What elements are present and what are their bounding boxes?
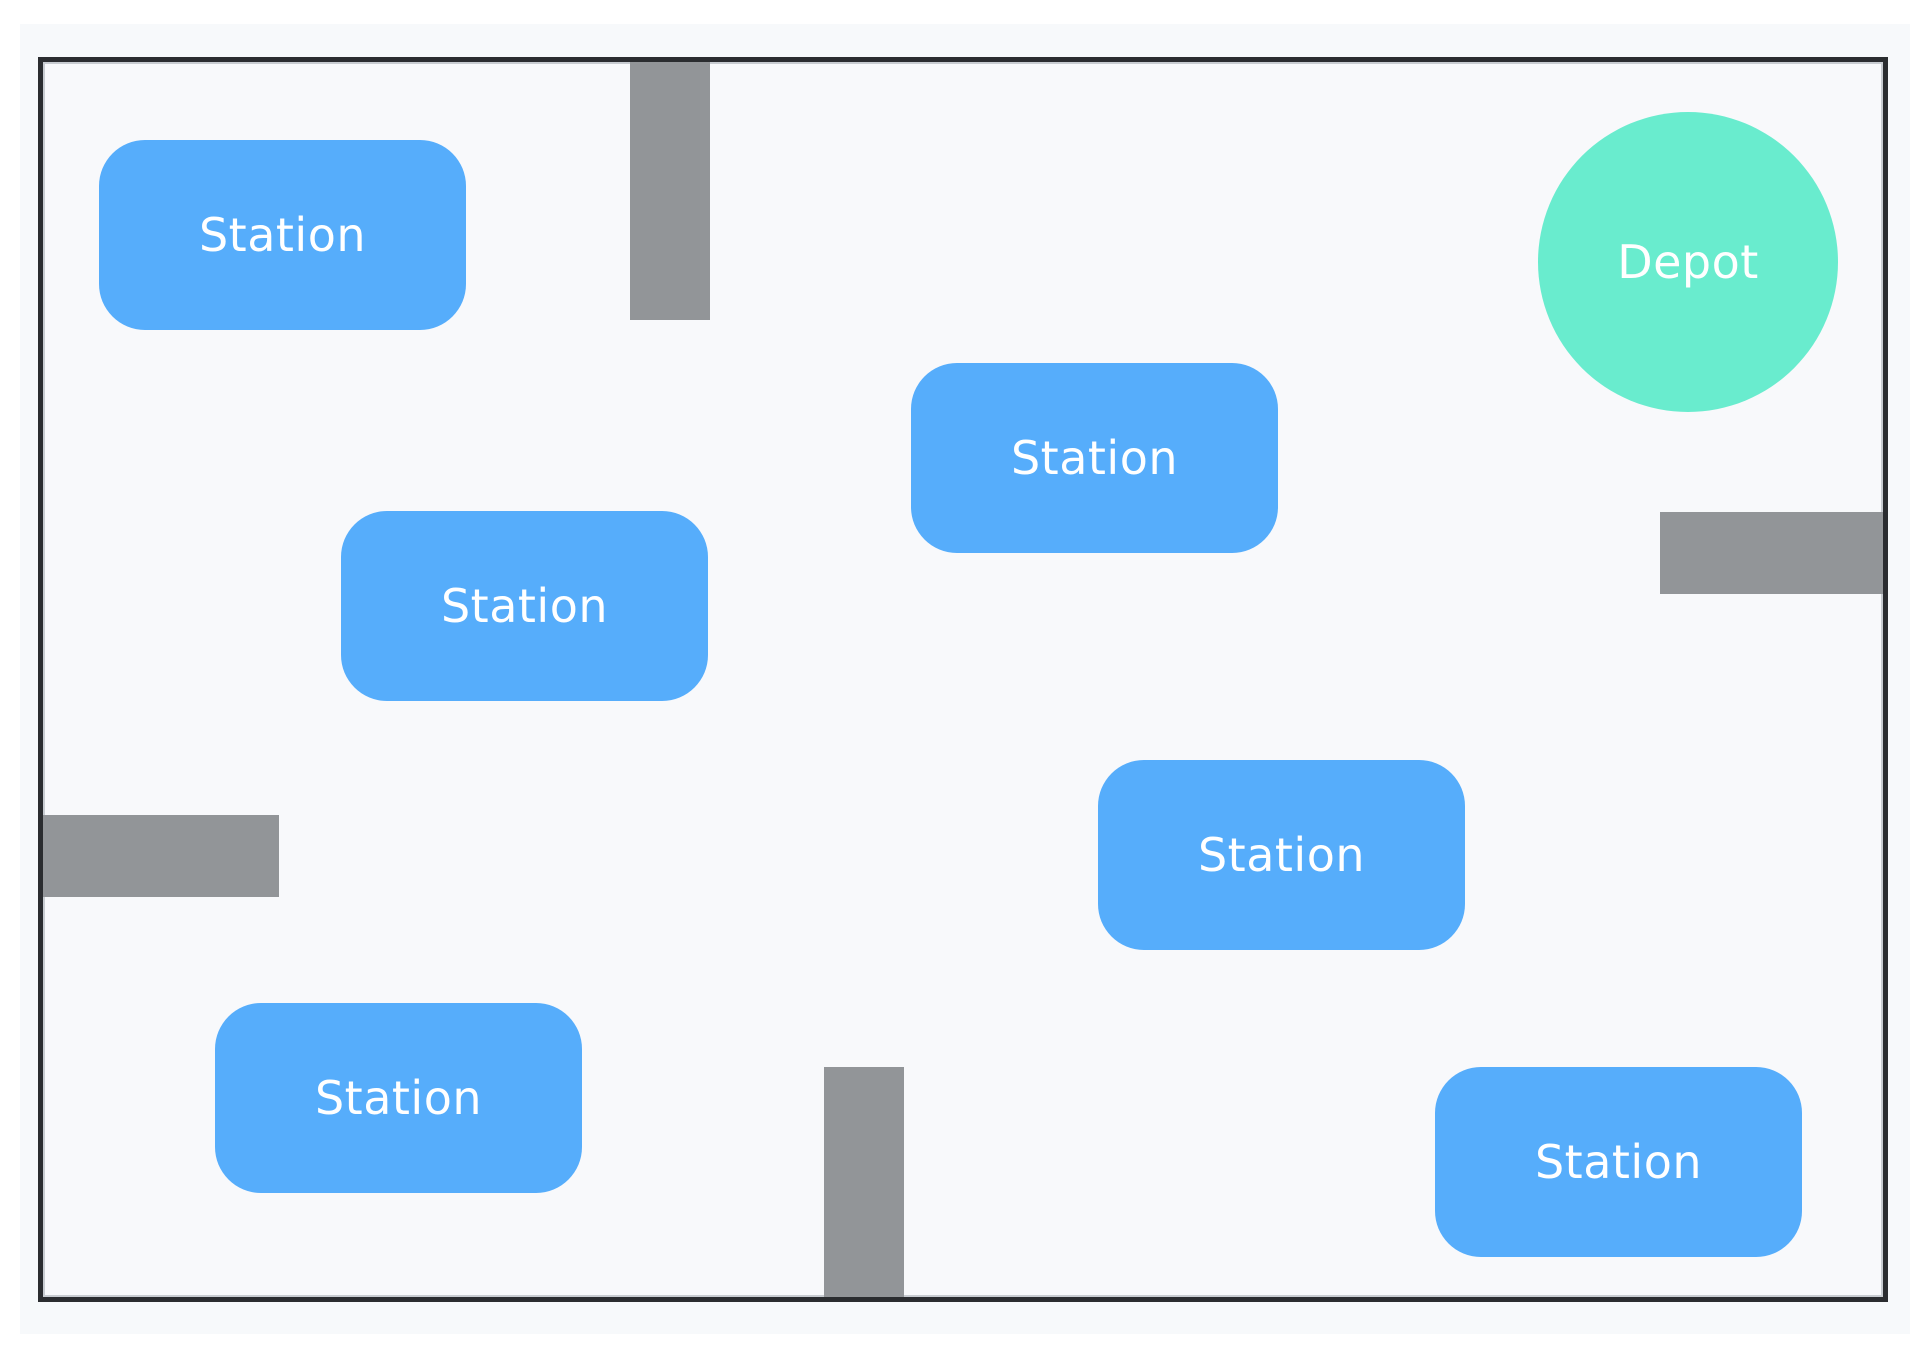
depot-label: Depot [1617, 235, 1759, 289]
wall-top [630, 62, 710, 320]
station-5: Station [215, 1003, 582, 1193]
station-1: Station [99, 140, 466, 330]
depot: Depot [1538, 112, 1838, 412]
wall-left [43, 815, 279, 897]
station-label: Station [1197, 828, 1366, 882]
station-label: Station [1010, 431, 1179, 485]
station-label: Station [440, 579, 609, 633]
station-label: Station [1534, 1135, 1703, 1189]
station-2: Station [911, 363, 1278, 553]
station-label: Station [314, 1071, 483, 1125]
wall-bottom [824, 1067, 904, 1297]
station-6: Station [1435, 1067, 1802, 1257]
wall-right [1660, 512, 1883, 594]
facility-map: Station Station Station Station Station … [38, 57, 1888, 1302]
station-label: Station [198, 208, 367, 262]
station-3: Station [341, 511, 708, 701]
station-4: Station [1098, 760, 1465, 950]
